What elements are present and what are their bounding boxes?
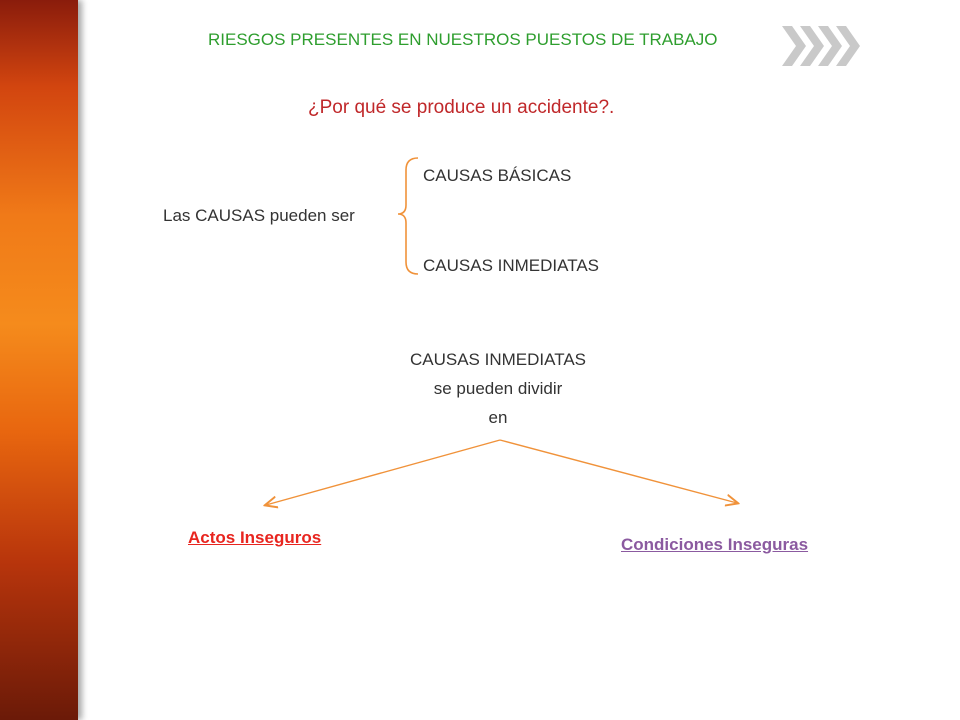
division-text: CAUSAS INMEDIATAS se pueden dividir en [380,345,616,432]
link-actos-inseguros[interactable]: Actos Inseguros [188,528,322,547]
slide-question: ¿Por qué se produce un accidente?. [308,97,615,118]
arrow-to-condiciones [499,439,737,503]
left-brace [397,157,419,275]
cause-immediate: CAUSAS INMEDIATAS [423,256,600,275]
chevron-right-icon [782,26,860,66]
division-line-3: en [488,408,508,427]
side-decorative-bar [0,0,78,720]
cause-basic: CAUSAS BÁSICAS [423,166,572,185]
arrow-to-actos [266,439,501,505]
slide-title: RIESGOS PRESENTES EN NUESTROS PUESTOS DE… [208,30,718,49]
division-line-1: CAUSAS INMEDIATAS [409,350,586,369]
link-condiciones-inseguras[interactable]: Condiciones Inseguras [621,535,809,554]
division-line-2: se pueden dividir [433,379,563,398]
causes-intro: Las CAUSAS pueden ser [163,206,355,225]
